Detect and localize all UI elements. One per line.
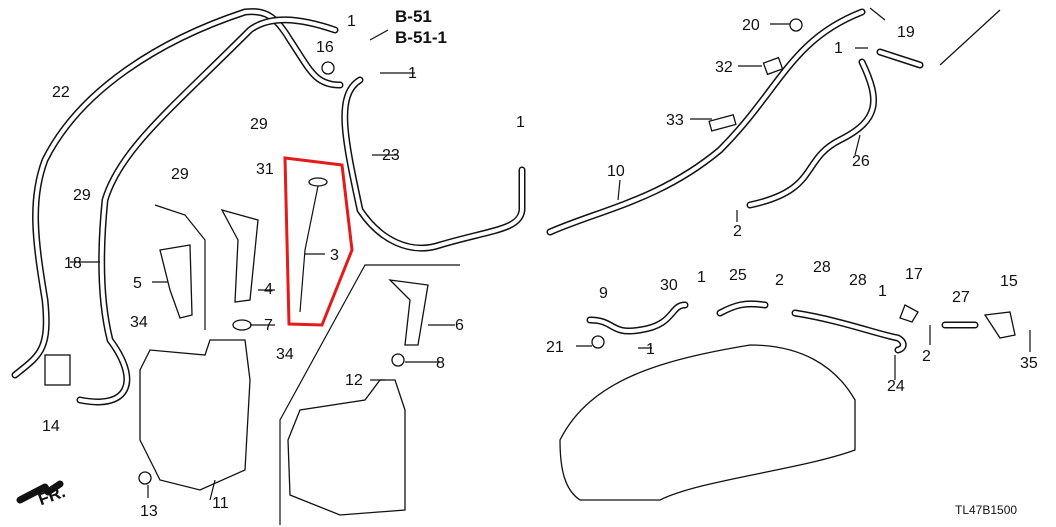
callout[interactable]: 1 [408, 65, 417, 82]
vehicle-illustration [559, 344, 856, 501]
callout[interactable]: 7 [264, 317, 273, 334]
callout[interactable]: 28 [813, 259, 831, 276]
reference-b-51[interactable]: B-51 [395, 7, 432, 26]
filler-neck-5 [159, 244, 193, 319]
callout[interactable]: 12 [345, 372, 363, 389]
callout[interactable]: 6 [455, 317, 464, 334]
grommet-13 [138, 471, 152, 485]
washer-tank-11 [139, 339, 251, 491]
pump-14 [44, 354, 71, 386]
callout[interactable]: 1 [834, 40, 843, 57]
cap-3 [308, 177, 328, 187]
callout[interactable]: 21 [546, 339, 564, 356]
callout[interactable]: 29 [250, 116, 268, 133]
callout[interactable]: 20 [742, 17, 760, 34]
hoses [11, 8, 979, 406]
o-ring-8 [391, 353, 405, 367]
grommet-21 [591, 335, 605, 349]
filler-neck-6 [388, 279, 429, 346]
callout[interactable]: 33 [666, 112, 684, 129]
callout[interactable]: 2 [733, 223, 742, 240]
callout[interactable]: 13 [140, 503, 158, 520]
callout[interactable]: 4 [264, 281, 273, 298]
leader-lines [70, 7, 1031, 525]
callout[interactable]: 1 [347, 13, 356, 30]
callout[interactable]: 14 [42, 418, 60, 435]
callout[interactable]: 1 [646, 341, 655, 358]
highlight-box [283, 156, 354, 327]
callout[interactable]: 9 [599, 285, 608, 302]
callout[interactable]: 29 [171, 166, 189, 183]
callout[interactable]: 34 [276, 346, 294, 363]
parts [16, 18, 1016, 516]
callout[interactable]: 26 [852, 153, 870, 170]
seal-7 [232, 319, 252, 331]
front-arrow-icon [16, 480, 64, 504]
grommet-16 [321, 61, 335, 75]
callout[interactable]: 3 [330, 247, 339, 264]
callout[interactable]: 1 [516, 114, 525, 131]
callout[interactable]: 30 [660, 277, 678, 294]
callout[interactable]: 11 [212, 495, 229, 512]
callout[interactable]: 1 [697, 269, 706, 286]
callout[interactable]: 18 [64, 255, 82, 272]
callout[interactable]: 2 [922, 348, 931, 365]
callout[interactable]: 34 [130, 314, 148, 331]
callout[interactable]: 24 [887, 378, 905, 395]
callout[interactable]: 35 [1020, 355, 1038, 372]
diagram-code: TL47B1500 [955, 503, 1017, 517]
callout[interactable]: 25 [729, 267, 747, 284]
callout[interactable]: 22 [52, 84, 70, 101]
washer-tank-alt [287, 379, 406, 516]
filler-neck-4 [220, 208, 259, 303]
callout[interactable]: 1 [878, 283, 887, 300]
callouts: 1 16 1 22 29 29 29 23 1 31 3 5 4 7 18 6 … [42, 13, 1038, 520]
callout[interactable]: 17 [905, 266, 923, 283]
callout[interactable]: 2 [775, 272, 784, 289]
callout[interactable]: 19 [897, 24, 915, 41]
pad-32 [762, 56, 784, 76]
callout[interactable]: 16 [316, 39, 334, 56]
callout[interactable]: 29 [73, 187, 91, 204]
callout[interactable]: 15 [1000, 273, 1018, 290]
pad-33 [708, 114, 737, 132]
callout[interactable]: 27 [952, 289, 970, 306]
nozzle-15 [983, 311, 1016, 339]
reference-b-51-1[interactable]: B-51-1 [395, 28, 447, 47]
callout[interactable]: 32 [715, 59, 733, 76]
callout[interactable]: 5 [133, 275, 142, 292]
callout[interactable]: 28 [849, 272, 867, 289]
callout[interactable]: 10 [607, 163, 625, 180]
callout[interactable]: 31 [256, 161, 274, 178]
grommet-20 [789, 18, 803, 32]
callout[interactable]: 8 [436, 355, 445, 372]
joint-17 [899, 304, 919, 323]
callout[interactable]: 23 [382, 147, 400, 164]
